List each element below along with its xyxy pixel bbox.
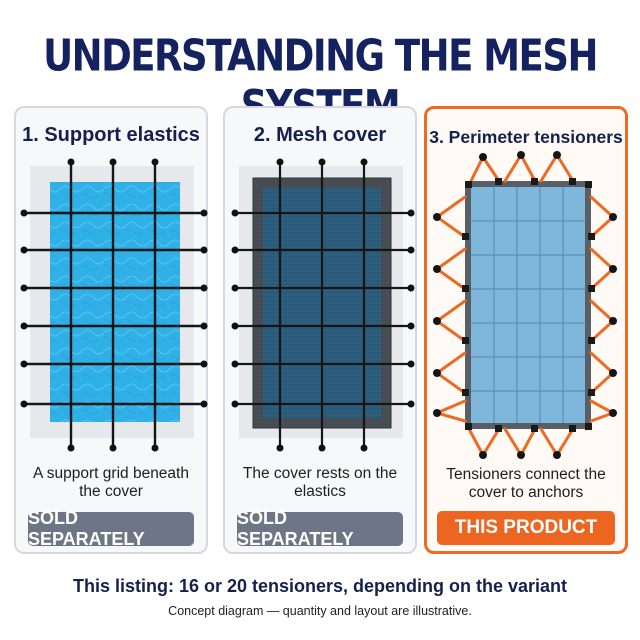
mesh-cover-surface (471, 187, 585, 423)
support-elastic-grid (235, 162, 411, 448)
panel-heading: 2. Mesh cover (253, 124, 387, 146)
anchor-dot-icon (20, 158, 208, 452)
perimeter-tensioners-illustration (432, 151, 617, 459)
this-product-badge: THIS PRODUCT (437, 511, 615, 545)
support-elastics-illustration (20, 158, 208, 452)
panel-caption: The cover rests on the elastics (242, 465, 398, 500)
sold-separately-badge: SOLD SEPARATELY (237, 508, 403, 549)
panel-support-elastics: 1. Support elastics (14, 106, 208, 554)
panel-caption: A support grid beneath the cover (33, 465, 189, 500)
mesh-grid (471, 187, 585, 423)
panel-perimeter-tensioners: 3. Perimeter tensioners (424, 106, 628, 554)
grommet-icon (462, 178, 595, 432)
support-elastic-grid (24, 162, 204, 448)
listing-summary: This listing: 16 or 20 tensioners, depen… (72, 576, 568, 596)
anchor-dot-icon (433, 151, 617, 459)
panel-mesh-cover: 2. Mesh cover (223, 106, 417, 554)
sold-separately-badge: SOLD SEPARATELY (28, 508, 194, 549)
panel-heading: 1. Support elastics (22, 124, 200, 146)
panel-heading: 3. Perimeter tensioners (429, 127, 623, 147)
mesh-cover-illustration (231, 158, 415, 452)
disclaimer-note: Concept diagram — quantity and layout ar… (168, 604, 472, 618)
panel-caption: Tensioners connect the cover to anchors (446, 466, 606, 501)
anchor-dot-icon (231, 158, 415, 452)
